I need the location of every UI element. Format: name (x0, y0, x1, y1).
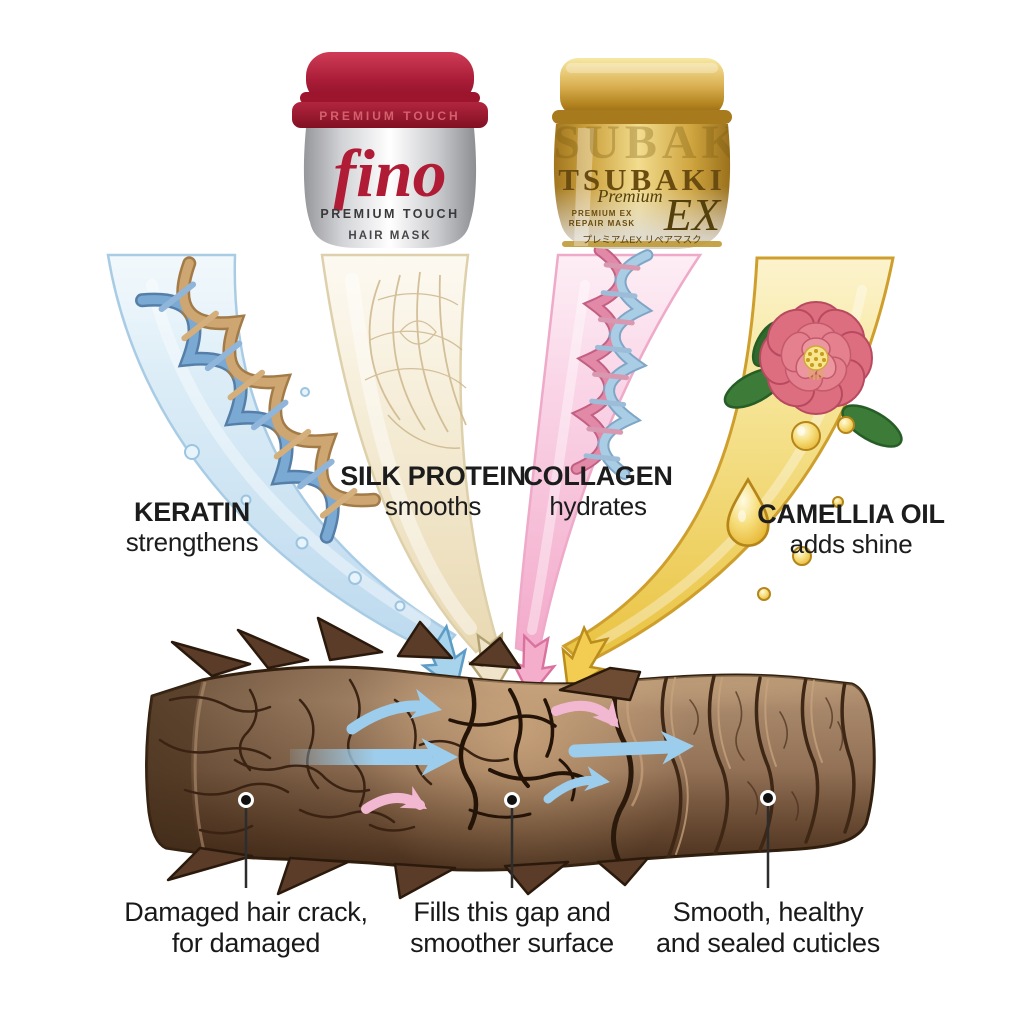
tsubaki-ghost-text: TSUBAKI (516, 116, 767, 169)
collagen-benefit: hydrates (549, 490, 647, 521)
callout-marker-gap (504, 792, 520, 888)
keratin-label: KERATIN strengthens (52, 497, 332, 557)
keratin-name: KERATIN (134, 497, 250, 527)
callout-markers (238, 790, 776, 888)
callout-marker-sealed (760, 790, 776, 888)
tsubaki-ex-label: EX (663, 189, 722, 240)
fills-gap-callout-line1: Fills this gap and (413, 897, 611, 927)
right-vein-lines (689, 691, 844, 821)
camellia-flower-icon (723, 301, 903, 448)
damaged-hair-callout: Damaged hair crack, for damaged (81, 897, 411, 960)
camellia-oil-name: CAMELLIA OIL (757, 499, 945, 529)
tsubaki-small-line2: REPAIR MASK (569, 219, 635, 228)
fino-subtitle: PREMIUM TOUCH (320, 207, 459, 221)
sealed-cuticles-callout: Smooth, healthy and sealed cuticles (603, 897, 933, 960)
tsubaki-jar: TSUBAKI TSUBAKI Premium EX PREMIUM EX RE… (516, 58, 767, 249)
damaged-hair-callout-line2: for damaged (171, 928, 321, 959)
oil-droplet-icons (726, 416, 855, 601)
collagen-name: COLLAGEN (523, 461, 673, 491)
absorption-arrows (290, 688, 695, 820)
fino-type-label: HAIR MASK (348, 230, 431, 242)
fino-cap-ring-text: PREMIUM TOUCH (319, 109, 460, 123)
tsubaki-small-line1: PREMIUM EX (572, 209, 633, 218)
collagen-helix-icon (570, 244, 654, 480)
sealed-cuticles-callout-line2: and sealed cuticles (656, 928, 880, 959)
fino-jar: PREMIUM TOUCH fino PREMIUM TOUCH HAIR MA… (292, 52, 488, 248)
silk-fiber-icon (364, 271, 467, 449)
silk-protein-label: SILK PROTEIN smooths (293, 461, 573, 521)
tsubaki-premium-script: Premium (596, 186, 662, 206)
lifted-cuticle-flakes (166, 616, 650, 900)
silk-stream (320, 253, 515, 697)
silk-protein-name: SILK PROTEIN (340, 461, 526, 491)
callout-marker-damaged (238, 792, 254, 888)
hair-shaft-illustration (145, 616, 876, 900)
fills-gap-callout: Fills this gap and smoother surface (347, 897, 677, 960)
fino-logo: fino (333, 135, 446, 211)
silk-protein-benefit: smooths (384, 490, 482, 521)
keratin-bubbles (184, 387, 406, 612)
crack-lines (158, 678, 510, 835)
dna-helix-icon (135, 256, 381, 544)
damaged-hair-callout-line1: Damaged hair crack, (124, 897, 368, 927)
keratin-benefit: strengthens (125, 526, 259, 557)
camellia-oil-benefit: adds shine (789, 528, 913, 559)
fills-gap-callout-line2: smoother surface (410, 928, 614, 959)
collagen-label: COLLAGEN hydrates (458, 461, 738, 521)
cuticle-scale-highlights (670, 673, 823, 855)
fissure-lines (448, 677, 592, 831)
camellia-stamen (803, 345, 829, 380)
tsubaki-jp-line: プレミアムEX リペアマスク (582, 235, 701, 246)
sealed-cuticles-callout-line1: Smooth, healthy (672, 897, 864, 927)
tsubaki-brand: TSUBAKI (558, 162, 726, 197)
camellia-oil-label: CAMELLIA OIL adds shine (711, 499, 991, 559)
